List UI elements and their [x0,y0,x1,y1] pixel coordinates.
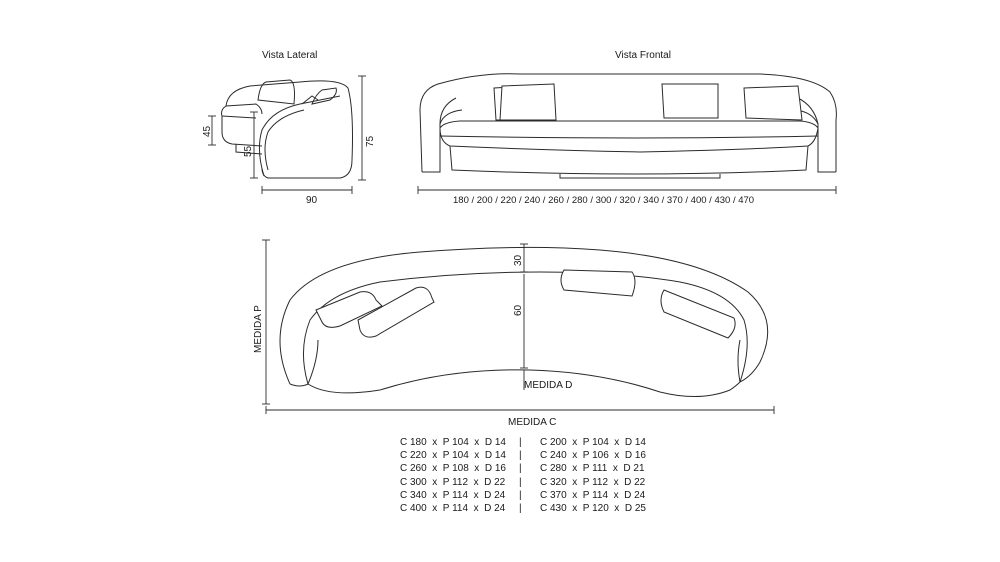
size-cell: C 320 x P 112 x D 22 [540,476,646,488]
side-view-title: Vista Lateral [262,50,317,61]
seat-height-label: 45 [202,125,213,137]
size-row: C 220 x P 104 x D 14 | C 240 x P 106 x D 1… [400,449,660,462]
front-view-drawing: Vista Frontal 180 / 200 / 220 / 240 / 26… [417,50,837,206]
size-separator: | [519,476,522,488]
size-cell: C 300 x P 112 x D 22 [400,476,506,488]
size-separator: | [519,489,522,501]
size-cell: C 220 x P 104 x D 14 [400,450,506,462]
size-cell: C 240 x P 106 x D 16 [540,450,646,462]
size-cell: C 370 x P 114 x D 24 [540,489,646,501]
size-row: C 340 x P 114 x D 24 | C 370 x P 114 x D 2… [400,489,660,502]
measure-c-label: MEDIDA C [508,417,556,428]
measure-p-label: MEDIDA P [253,305,264,353]
total-height-label: 75 [365,135,376,147]
front-widths-label: 180 / 200 / 220 / 240 / 260 / 280 / 300 … [453,195,754,206]
front-view-title: Vista Frontal [615,50,671,61]
size-separator: | [519,463,522,475]
size-row: C 260 x P 108 x D 16 | C 280 x P 111 x D 2… [400,462,660,475]
arm-height-label: 55 [243,145,254,157]
size-cell: C 180 x P 104 x D 14 [400,437,506,448]
top-view-drawing: 30 60 MEDIDA D MEDIDA P MEDIDA C [253,239,775,428]
size-cell: C 200 x P 104 x D 14 [540,437,646,448]
size-separator: | [519,503,522,515]
size-separator: | [519,437,522,448]
size-cell: C 260 x P 108 x D 16 [400,463,506,475]
size-cell: C 430 x P 120 x D 25 [540,503,646,515]
measure-d-label: MEDIDA D [524,380,572,391]
side-view-drawing: Vista Lateral 45 55 75 9 [202,50,376,206]
size-row: C 300 x P 112 x D 22 | C 320 x P 112 x D 2… [400,476,660,489]
seat-depth-label: 60 [513,304,524,316]
size-separator: | [519,450,522,462]
side-width-label: 90 [306,195,318,206]
size-row: C 180 x P 104 x D 14 | C 200 x P 104 x D 1… [400,436,660,449]
size-table: C 180 x P 104 x D 14 | C 200 x P 104 x D 1… [400,436,660,515]
size-cell: C 340 x P 114 x D 24 [400,489,506,501]
back-depth-label: 30 [513,254,524,266]
size-cell: C 400 x P 114 x D 24 [400,503,506,515]
size-cell: C 280 x P 111 x D 21 [540,463,645,475]
size-row: C 400 x P 114 x D 24 | C 430 x P 120 x D 2… [400,502,660,515]
